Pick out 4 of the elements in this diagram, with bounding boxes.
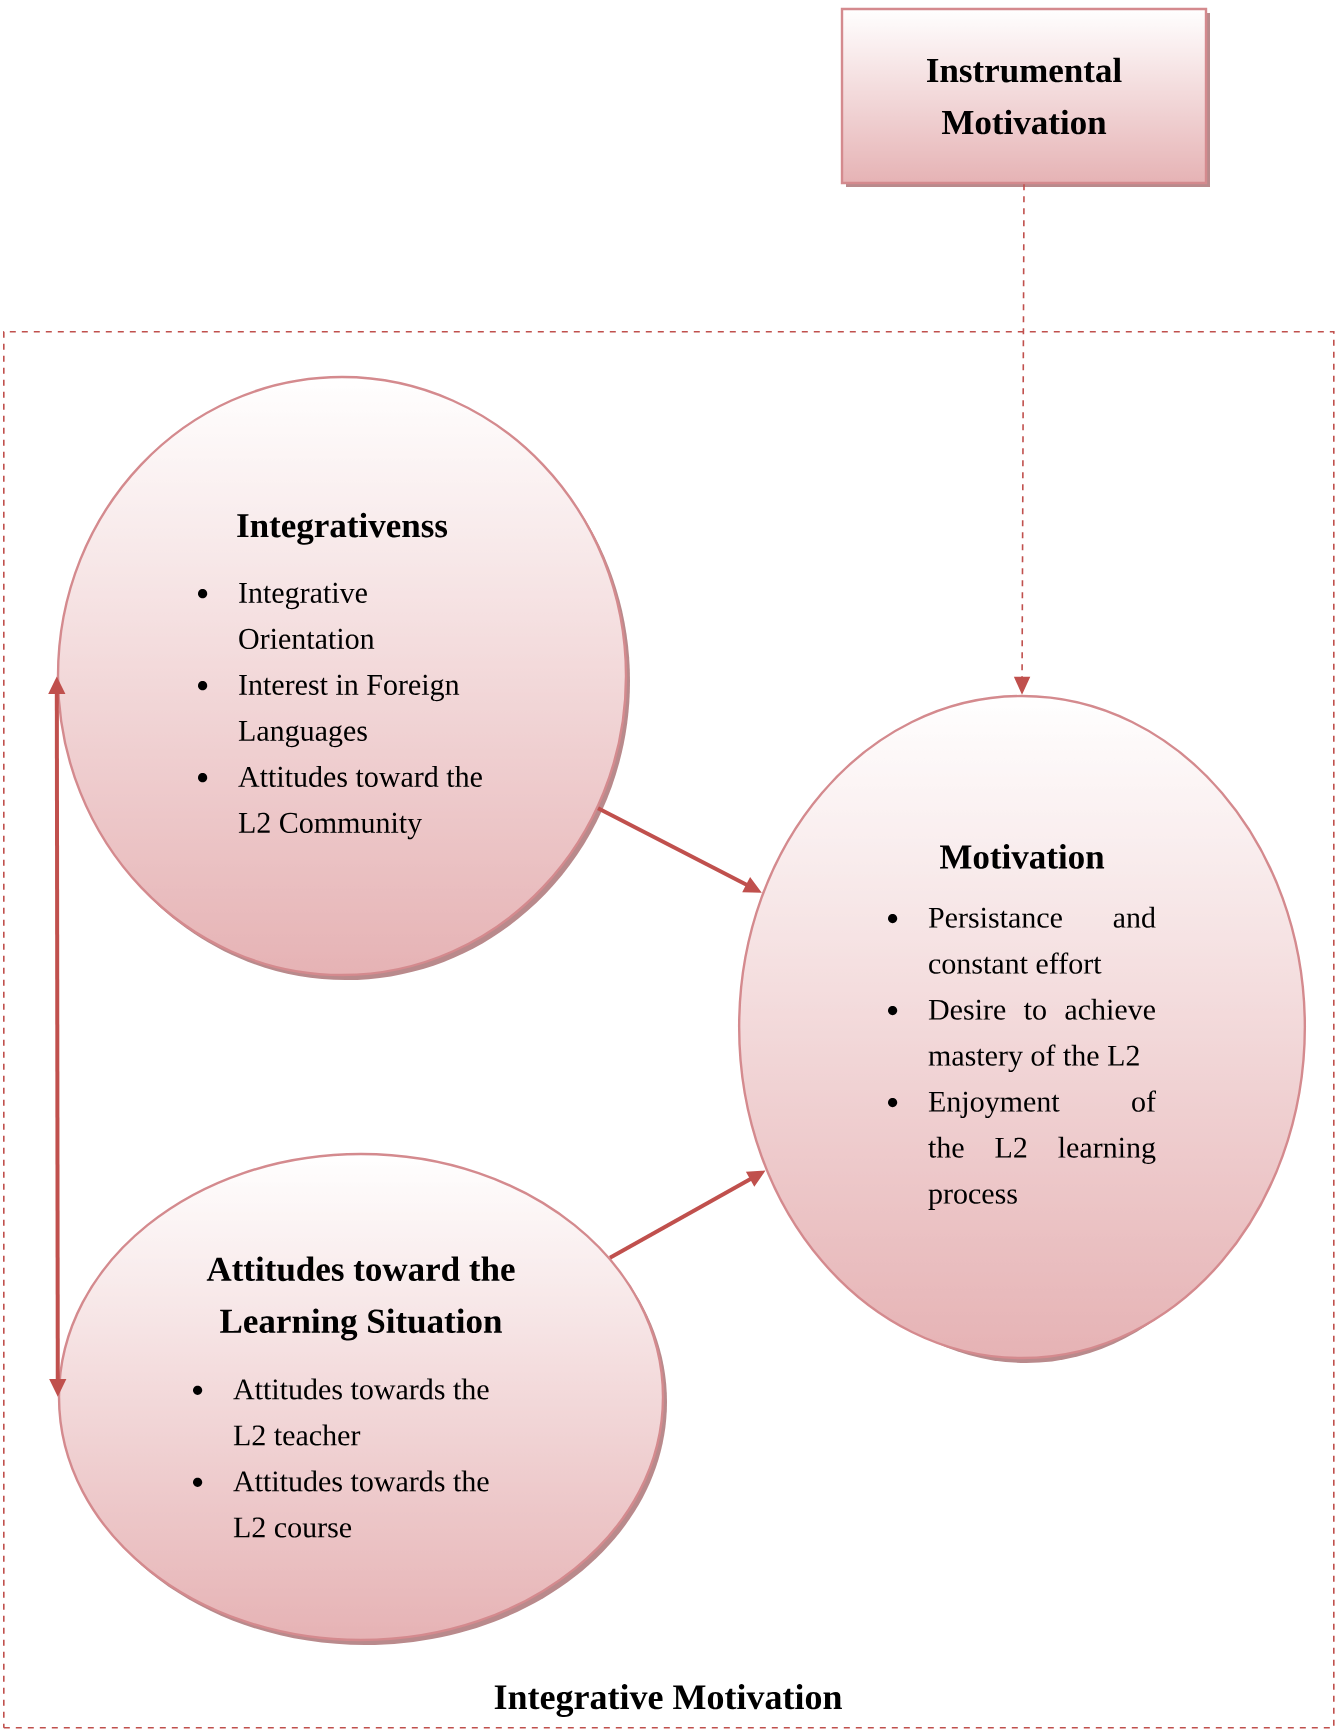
ellipse-node: Motivation Persistance and constant effort Desire to achieve mastery of the L2 Enjoyment of the L2 learning process — [737, 694, 1307, 1363]
process-box: Instrumental Motivation — [840, 7, 1210, 187]
ellipse-node: Integrativenss Integrative Orientation Interest in Foreign Languages Attitudes toward the L2 Community — [56, 375, 630, 980]
ellipse-node: Attitudes toward the Learning Situation Attitudes towards the L2 teacher Attitudes towards the L2 course — [57, 1152, 667, 1645]
